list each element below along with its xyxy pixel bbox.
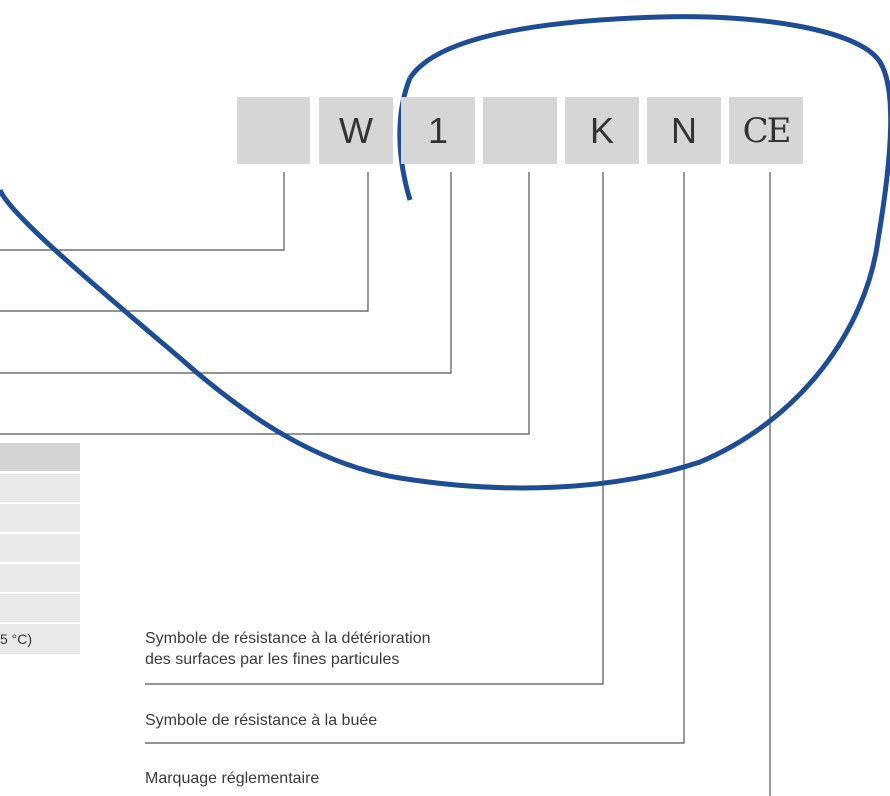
ce-marking-label-text: Marquage réglementaire [145,770,320,787]
table-row [0,534,80,562]
leader-lines [0,172,771,796]
marking-box-w: W [319,97,393,164]
table-row [0,504,80,532]
marking-box-1-text: 1 [427,109,449,151]
marking-box-ce: CE [729,97,803,164]
leader-line-n [145,172,685,744]
table-cell-text: 5 °C) [0,631,33,647]
marking-box-k-text: K [589,109,614,151]
ce-marking-label: Marquage réglementaire [145,768,319,789]
marking-box-n-text: N [671,109,697,151]
k-symbol-label: Symbole de résistance à la détérioration… [145,628,431,670]
k-symbol-label-line2: des surfaces par les fines particules [145,651,400,668]
ce-mark-icon: CE [742,110,792,151]
table-row [0,594,80,622]
leader-line-box-1 [0,172,285,251]
n-symbol-label: Symbole de résistance à la buée [145,710,377,731]
n-symbol-label-text: Symbole de résistance à la buée [145,712,378,729]
marking-box-n: N [647,97,721,164]
table-row: 5 °C) [0,624,80,654]
lens-outline [0,14,890,491]
leader-line-w [0,172,369,312]
marking-box-w-text: W [339,109,373,151]
marking-box-1: 1 [401,97,475,164]
leader-line-1 [0,172,452,374]
marking-box-blank-1 [237,97,310,164]
table-header-row [0,443,80,471]
lens-outline-left [397,77,413,201]
leader-line-k [145,172,604,685]
k-symbol-label-line1: Symbole de résistance à la détérioration [145,630,431,647]
marking-box-blank-2 [483,97,557,164]
leader-line-box-4 [0,172,530,435]
table-row [0,564,80,592]
marking-box-k: K [565,97,639,164]
table-row [0,474,80,502]
